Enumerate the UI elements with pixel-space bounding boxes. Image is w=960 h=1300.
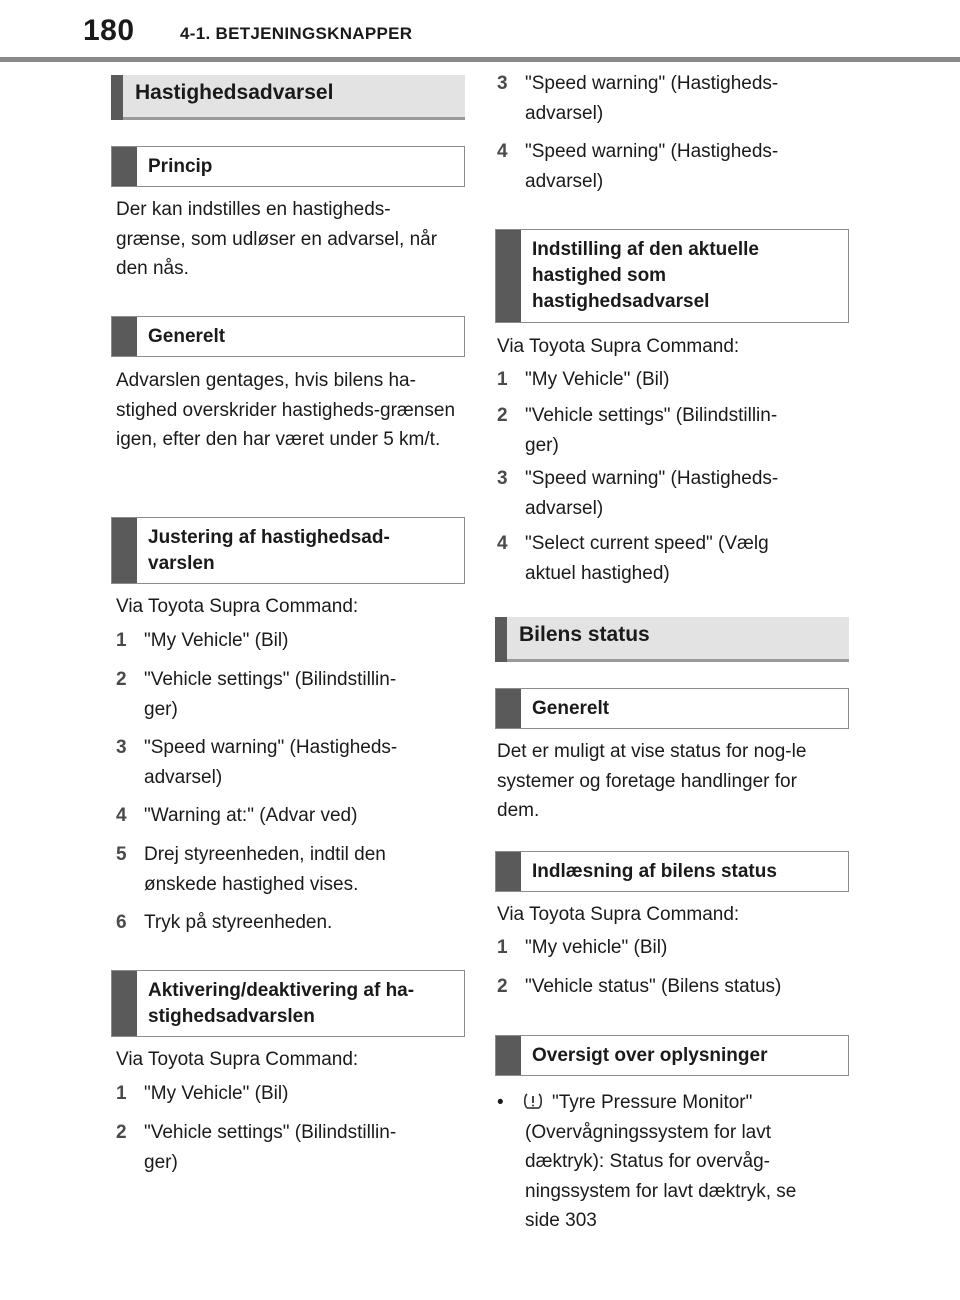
- step-number: 2: [497, 405, 508, 426]
- subheading-oversigt: Oversigt over oplysninger: [495, 1035, 849, 1076]
- header-rule: [0, 57, 960, 62]
- step-number: 3: [497, 468, 508, 489]
- step-number: 1: [116, 1083, 127, 1104]
- step-text: "Vehicle settings" (Bilindstillin- ger): [144, 669, 397, 720]
- subheading-title: Princip: [148, 156, 213, 177]
- step-text: "My Vehicle" (Bil): [525, 369, 670, 390]
- step-number: 4: [497, 533, 508, 554]
- step-text: "Speed warning" (Hastigheds- advarsel): [525, 73, 779, 124]
- via-command-text: Via Toyota Supra Command:: [497, 904, 740, 925]
- step-text: "Vehicle settings" (Bilindstillin- ger): [144, 1122, 397, 1173]
- step-text: "Vehicle status" (Bilens status): [525, 976, 782, 997]
- step-number: 1: [497, 369, 508, 390]
- step-number: 2: [116, 669, 127, 690]
- step-text: "My Vehicle" (Bil): [144, 1083, 289, 1104]
- section-header-hastighedsadvarsel: Hastighedsadvarsel: [111, 75, 465, 120]
- subheading-title: Oversigt over oplysninger: [532, 1045, 768, 1066]
- step-number: 3: [116, 737, 127, 758]
- paragraph-generelt: Det er muligt at vise status for nog-le …: [497, 741, 807, 821]
- section-header-bilens-status: Bilens status: [495, 617, 849, 662]
- subheading-title: Aktivering/deaktivering af ha-stighedsad…: [148, 980, 415, 1027]
- tyre-pressure-warning-icon: [523, 1093, 543, 1109]
- step-text: "My Vehicle" (Bil): [144, 630, 289, 651]
- step-text: Tryk på styreenheden.: [144, 912, 333, 933]
- subheading-title: Justering af hastighedsad-varslen: [148, 527, 390, 574]
- step-number: 2: [497, 976, 508, 997]
- step-number: 3: [497, 73, 508, 94]
- page-number: 180: [83, 14, 135, 47]
- subheading-princip: Princip: [111, 146, 465, 187]
- section-title: Hastighedsadvarsel: [135, 81, 334, 104]
- step-number: 4: [116, 805, 127, 826]
- step-number: 6: [116, 912, 127, 933]
- step-text: Drej styreenheden, indtil den ønskede ha…: [144, 844, 386, 895]
- chapter-title: 4-1. BETJENINGSKNAPPER: [180, 24, 413, 43]
- subheading-justering: Justering af hastighedsad-varslen: [111, 517, 465, 584]
- step-text: "Speed warning" (Hastigheds- advarsel): [525, 141, 779, 192]
- step-text: "Speed warning" (Hastigheds- advarsel): [144, 737, 398, 788]
- step-text: "Warning at:" (Advar ved): [144, 805, 358, 826]
- paragraph-princip: Der kan indstilles en hastigheds-grænse,…: [116, 199, 438, 279]
- subheading-title: Generelt: [532, 698, 610, 719]
- step-number: 2: [116, 1122, 127, 1143]
- bullet-dot: •: [497, 1092, 504, 1113]
- subheading-title: Indlæsning af bilens status: [532, 861, 777, 882]
- subheading-generelt: Generelt: [111, 316, 465, 357]
- step-text: "Select current speed" (Vælg aktuel hast…: [525, 533, 769, 584]
- subheading-aktivering: Aktivering/deaktivering af ha-stighedsad…: [111, 970, 465, 1037]
- subheading-title: Indstilling af den aktuelle hastighed so…: [532, 239, 759, 312]
- subheading-generelt: Generelt: [495, 688, 849, 729]
- subheading-indstilling: Indstilling af den aktuelle hastighed so…: [495, 229, 849, 323]
- bullet-text: "Tyre Pressure Monitor" (Overvågningssys…: [525, 1092, 797, 1231]
- step-number: 1: [497, 937, 508, 958]
- subheading-indlaesning: Indlæsning af bilens status: [495, 851, 849, 892]
- section-title: Bilens status: [519, 623, 650, 646]
- via-command-text: Via Toyota Supra Command:: [116, 1049, 359, 1070]
- step-text: "Vehicle settings" (Bilindstillin- ger): [525, 405, 778, 456]
- step-text: "My vehicle" (Bil): [525, 937, 668, 958]
- step-number: 1: [116, 630, 127, 651]
- step-number: 4: [497, 141, 508, 162]
- via-command-text: Via Toyota Supra Command:: [497, 336, 740, 357]
- paragraph-generelt: Advarslen gentages, hvis bilens ha-stigh…: [116, 370, 456, 450]
- step-text: "Speed warning" (Hastigheds- advarsel): [525, 468, 779, 519]
- step-number: 5: [116, 844, 127, 865]
- subheading-title: Generelt: [148, 326, 226, 347]
- via-command-text: Via Toyota Supra Command:: [116, 596, 359, 617]
